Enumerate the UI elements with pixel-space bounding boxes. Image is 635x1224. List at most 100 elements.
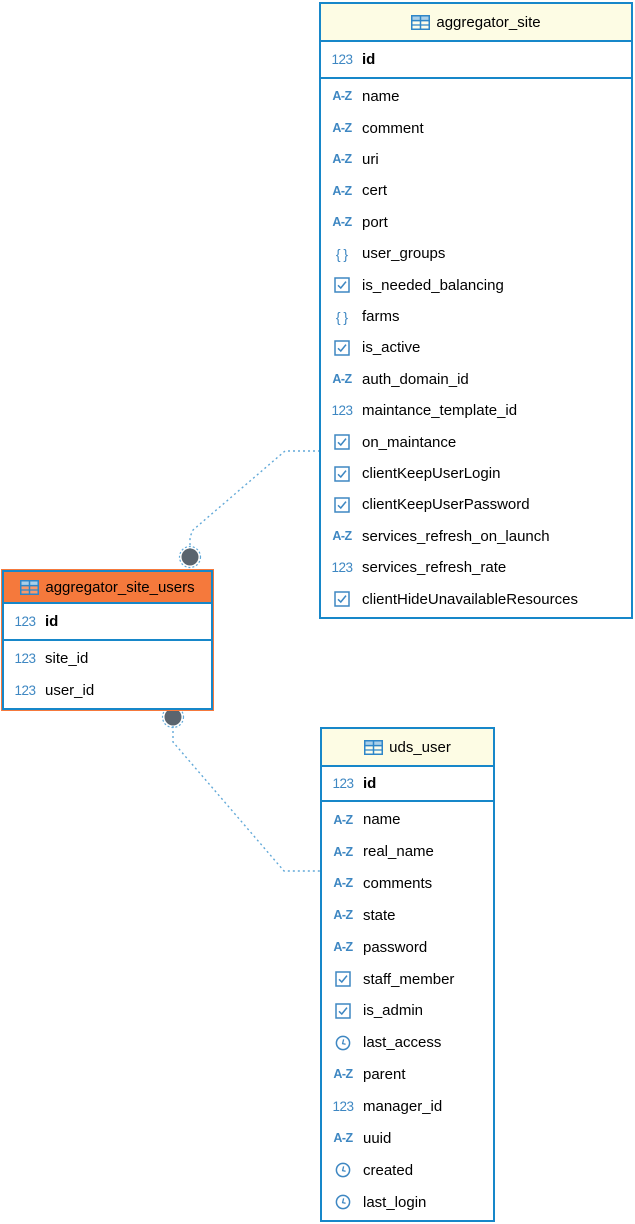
number-type-icon: 123 bbox=[14, 682, 36, 698]
column-row[interactable]: on_maintance bbox=[321, 434, 631, 451]
boolean-checkbox-icon bbox=[328, 497, 356, 513]
column-row[interactable]: { }farms bbox=[321, 308, 631, 325]
relationship-line[interactable] bbox=[172, 726, 320, 872]
string-type-icon: A-Z bbox=[332, 372, 352, 387]
column-label: state bbox=[363, 906, 396, 924]
string-type-icon: A-Z bbox=[332, 89, 352, 104]
column-row[interactable]: { }user_groups bbox=[321, 245, 631, 262]
number-type-icon: 123 bbox=[332, 1098, 354, 1114]
number-type-icon: 123 bbox=[331, 51, 353, 67]
column-label: is_active bbox=[362, 339, 421, 357]
boolean-checkbox-icon bbox=[328, 434, 356, 450]
string-type-icon: A-Z bbox=[333, 1131, 353, 1146]
string-type-icon: A-Z bbox=[332, 120, 352, 135]
string-type-icon: A-Z bbox=[332, 152, 352, 167]
boolean-checkbox-icon bbox=[328, 591, 356, 607]
column-row[interactable]: 123 id bbox=[4, 613, 211, 630]
column-label: auth_domain_id bbox=[362, 370, 469, 388]
column-row[interactable]: clientKeepUserPassword bbox=[321, 496, 631, 513]
string-type-icon: A-Z bbox=[332, 215, 352, 230]
column-label: clientKeepUserPassword bbox=[362, 496, 530, 514]
column-label: on_maintance bbox=[362, 433, 457, 451]
column-row[interactable]: A-Z name bbox=[321, 88, 631, 105]
column-row[interactable]: A-Z real_name bbox=[322, 843, 493, 860]
column-row[interactable]: is_active bbox=[321, 339, 631, 356]
column-label: parent bbox=[363, 1066, 406, 1084]
boolean-checkbox-icon bbox=[328, 465, 356, 482]
column-label: id bbox=[45, 613, 59, 630]
column-row[interactable]: staff_member bbox=[322, 971, 493, 988]
column-label: services_refresh_rate bbox=[362, 559, 507, 577]
column-label: clientKeepUserLogin bbox=[362, 465, 501, 483]
column-label: password bbox=[363, 938, 428, 956]
column-label: name bbox=[363, 811, 401, 829]
column-row[interactable]: A-Z auth_domain_id bbox=[321, 371, 631, 388]
column-label: created bbox=[363, 1161, 414, 1179]
column-row[interactable]: created bbox=[322, 1162, 493, 1179]
column-label: name bbox=[362, 88, 400, 106]
boolean-checkbox-icon bbox=[328, 277, 356, 293]
column-label: site_id bbox=[45, 650, 89, 668]
table-header[interactable]: uds_user bbox=[322, 729, 493, 767]
table-icon bbox=[411, 14, 431, 30]
column-row[interactable]: last_access bbox=[322, 1034, 493, 1051]
string-type-icon: A-Z bbox=[333, 844, 353, 859]
column-label: farms bbox=[362, 308, 400, 326]
relationship-endpoint-dot[interactable] bbox=[181, 548, 199, 566]
column-row[interactable]: A-Z name bbox=[322, 811, 493, 828]
column-row[interactable]: last_login bbox=[322, 1194, 493, 1211]
table-icon bbox=[20, 579, 40, 595]
table-icon bbox=[364, 739, 384, 755]
table-title: uds_user bbox=[389, 738, 451, 756]
column-row[interactable]: clientHideUnavailableResources bbox=[321, 591, 631, 608]
string-type-icon: A-Z bbox=[333, 812, 353, 827]
column-row[interactable]: 123 site_id bbox=[4, 650, 211, 667]
column-label: real_name bbox=[363, 843, 434, 861]
column-row[interactable]: is_needed_balancing bbox=[321, 277, 631, 294]
column-label: manager_id bbox=[363, 1098, 443, 1116]
datetime-clock-icon bbox=[329, 1035, 357, 1051]
column-label: services_refresh_on_launch bbox=[362, 527, 550, 545]
number-type-icon: 123 bbox=[331, 560, 353, 576]
number-type-icon: 123 bbox=[14, 613, 36, 629]
number-type-icon: 123 bbox=[14, 651, 36, 666]
table-title: aggregator_site bbox=[436, 13, 541, 31]
column-label: clientHideUnavailableResources bbox=[362, 590, 578, 608]
column-row[interactable]: is_admin bbox=[322, 1002, 493, 1019]
column-label: cert bbox=[362, 182, 388, 200]
relationship-endpoint-dot[interactable] bbox=[164, 708, 182, 726]
column-label: uuid bbox=[363, 1129, 392, 1147]
datetime-clock-icon bbox=[329, 1194, 357, 1210]
column-row[interactable]: clientKeepUserLogin bbox=[321, 465, 631, 482]
column-label: user_groups bbox=[362, 245, 446, 263]
column-row[interactable]: 123 manager_id bbox=[322, 1098, 493, 1115]
column-row[interactable]: A-Z uuid bbox=[322, 1130, 493, 1147]
column-label: comment bbox=[362, 119, 424, 137]
relationship-line[interactable] bbox=[189, 450, 320, 549]
column-row[interactable]: 123 services_refresh_rate bbox=[321, 559, 631, 576]
column-row[interactable]: A-Z comment bbox=[321, 120, 631, 137]
string-type-icon: A-Z bbox=[333, 876, 353, 891]
table-header[interactable]: aggregator_site_users bbox=[4, 572, 211, 604]
table-header[interactable]: aggregator_site bbox=[321, 4, 631, 42]
datetime-clock-icon bbox=[329, 1162, 357, 1178]
